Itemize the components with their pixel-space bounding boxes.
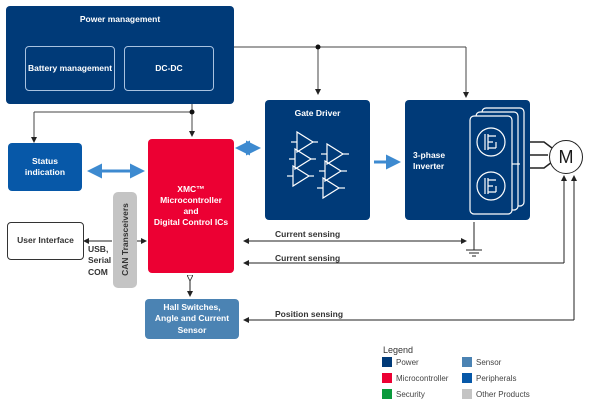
battery-management-block: Battery management: [25, 46, 115, 91]
inverter-label: 3-phase Inverter: [413, 150, 445, 172]
amplifier-icon: [287, 130, 349, 200]
gate-driver-title: Gate Driver: [294, 108, 341, 118]
dcdc-block: DC-DC: [124, 46, 214, 91]
current-sensing-label: Current sensing: [275, 253, 341, 263]
usb-line: USB,: [88, 244, 109, 254]
legend-item-security: Security: [382, 389, 425, 399]
micro-line: XMC™: [177, 183, 205, 194]
micro-line: and: [183, 206, 199, 216]
legend-swatch: [382, 357, 392, 367]
usb-line: Serial: [88, 255, 112, 266]
legend-label: Microcontroller: [396, 373, 449, 383]
junction-dot: [315, 44, 321, 50]
legend-label: Other Products: [476, 389, 530, 399]
can-transceivers-block: CAN Transceivers: [113, 192, 137, 288]
gate-driver-block: Gate Driver: [265, 100, 370, 220]
legend-swatch: [382, 389, 392, 399]
legend-label: Peripherals: [476, 373, 517, 383]
status-indication-block: Status indication: [8, 143, 82, 191]
current-sensing-label: Current sensing: [275, 229, 341, 239]
microcontroller-block: XMC™ Microcontroller and Digital Control…: [148, 139, 234, 273]
legend-title: Legend: [383, 345, 414, 355]
power-bus: [234, 46, 469, 98]
junction-dot: [189, 109, 195, 115]
power-management-title: Power management: [79, 14, 161, 24]
mosfet-stack-icon: [469, 107, 525, 215]
hall-line: Angle and Current: [154, 313, 230, 324]
legend-swatch: [382, 373, 392, 383]
inverter-line: 3-phase: [413, 150, 446, 160]
legend-label: Sensor: [476, 357, 502, 367]
power-management-block: Power management Battery management DC-D…: [6, 6, 234, 104]
legend-label: Power: [396, 357, 419, 367]
micro-line: Digital Control ICs: [153, 217, 229, 228]
user-interface-block: User Interface: [7, 222, 84, 260]
power-to-micro: [31, 104, 195, 143]
legend-swatch: [462, 357, 472, 367]
position-sensing-label: Position sensing: [275, 309, 344, 319]
legend-item-sensor: Sensor: [462, 357, 501, 367]
legend-item-other-products: Other Products: [462, 389, 530, 399]
legend-label: Security: [396, 389, 425, 399]
micro-line: Microcontroller: [160, 194, 222, 205]
usb-line: COM: [88, 266, 108, 277]
hall-sensor-block: Hall Switches, Angle and Current Sensor: [145, 299, 239, 339]
legend-swatch: [462, 373, 472, 383]
legend-item-peripherals: Peripherals: [462, 373, 516, 383]
can-label: CAN Transceivers: [119, 203, 130, 277]
legend-item-microcontroller: Microcontroller: [382, 373, 448, 383]
legend-swatch: [462, 389, 472, 399]
legend-item-power: Power: [382, 357, 419, 367]
inverter-line: Inverter: [413, 161, 445, 172]
usb-serial-com-label: USB, Serial COM: [88, 244, 111, 278]
motor-symbol: M: [549, 140, 583, 174]
motor-label: M: [558, 146, 574, 167]
inverter-block: 3-phase Inverter: [405, 100, 530, 220]
hall-line: Sensor: [177, 324, 207, 335]
hall-line: Hall Switches,: [163, 302, 221, 313]
